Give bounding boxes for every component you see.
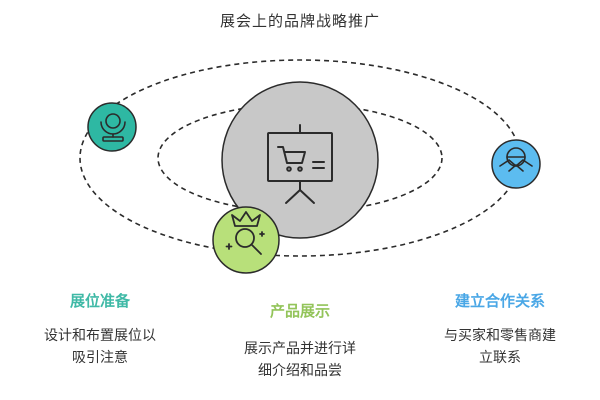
booth-node [87,102,137,152]
page-title: 展会上的品牌战略推广 [219,12,380,30]
globe-stand-icon [100,113,126,142]
desc-line: 细介绍和品尝 [258,363,342,379]
partner-node [491,139,541,189]
center-circle [221,81,379,239]
crown-magnifier-icon [225,211,265,255]
presentation-cart-icon [267,124,333,204]
inner-orbit [157,103,443,213]
step-heading-product: 产品展示 [269,302,330,320]
desc-line: 设计和布置展位以 [44,328,156,344]
product-node [212,206,280,274]
step-heading-partner: 建立合作关系 [454,292,545,310]
desc-line: 与买家和零售商建 [444,328,556,344]
step-desc-partner: 与买家和零售商建 立联系 [410,325,590,369]
step-desc-product: 展示产品并进行详 细介绍和品尝 [205,338,395,382]
desc-line: 立联系 [479,350,521,366]
step-heading-booth: 展位准备 [69,292,130,310]
desc-line: 展示产品并进行详 [244,341,356,357]
desc-line: 吸引注意 [72,350,128,366]
step-desc-booth: 设计和布置展位以 吸引注意 [10,325,190,369]
handshake-globe-icon [499,147,533,172]
